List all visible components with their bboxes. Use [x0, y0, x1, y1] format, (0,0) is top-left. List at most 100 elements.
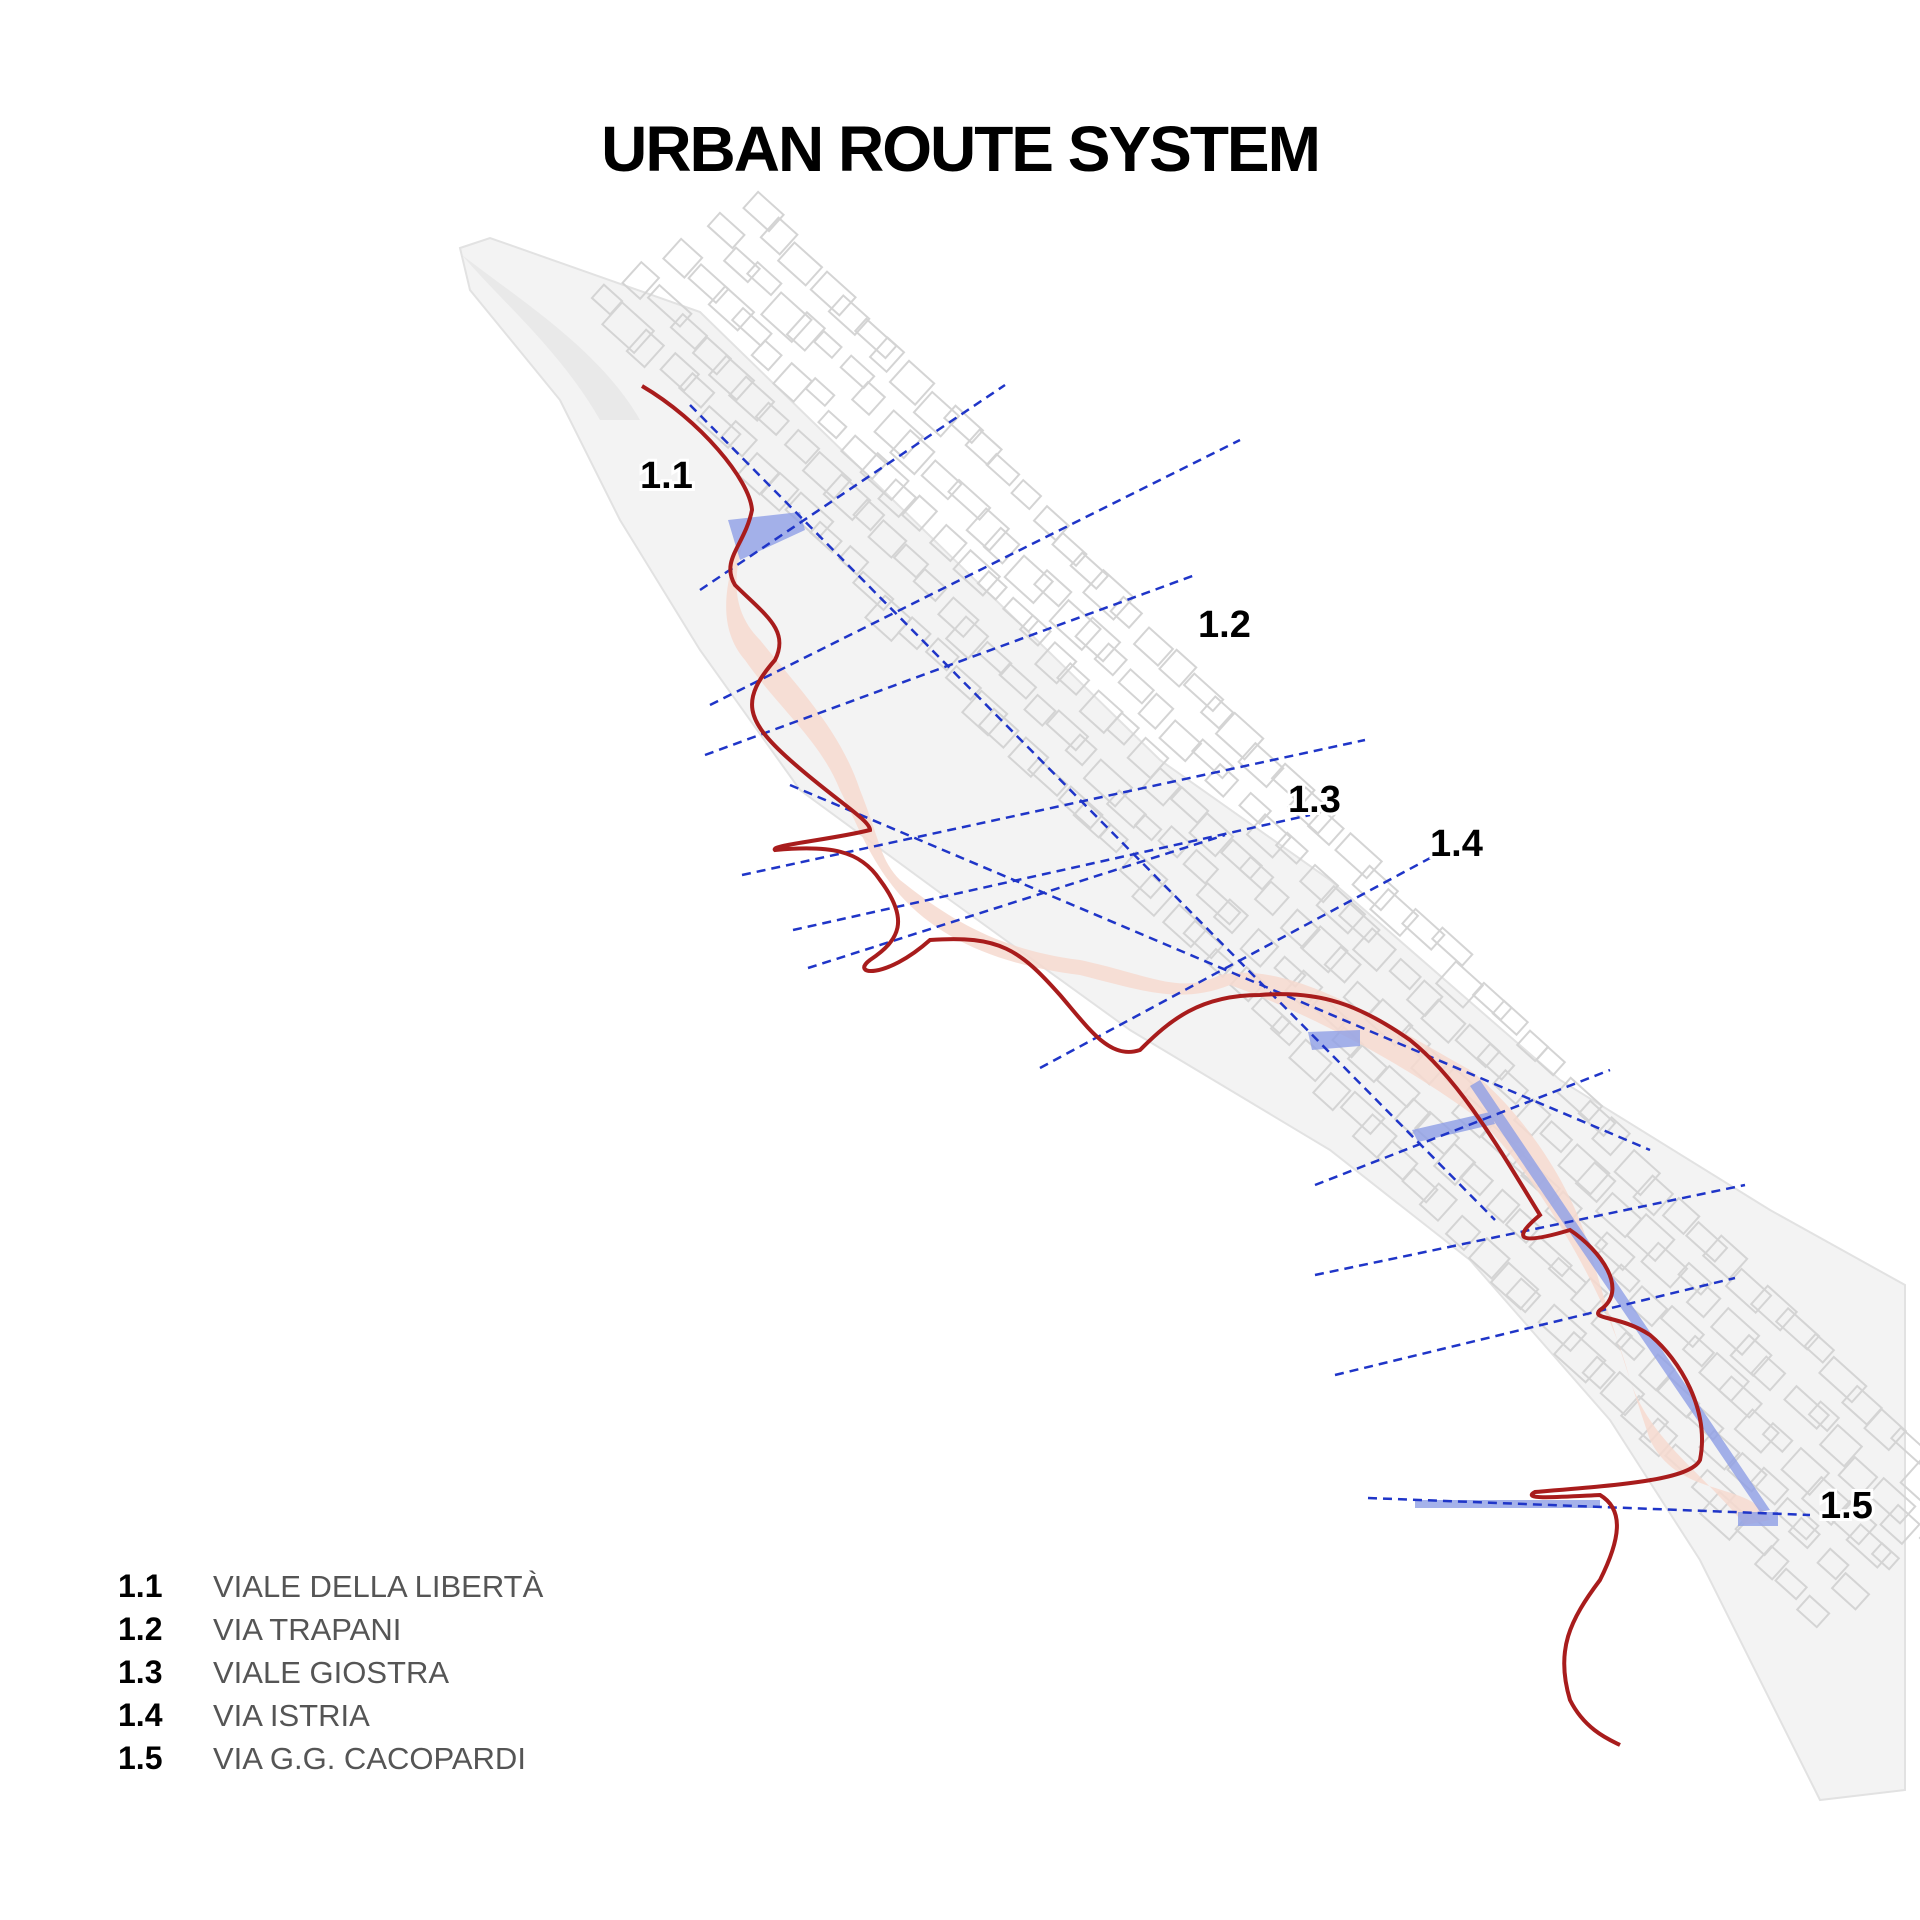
city-block — [1339, 1090, 1386, 1136]
city-block — [1774, 1567, 1809, 1601]
city-block — [1556, 1076, 1604, 1123]
city-block — [1393, 1097, 1432, 1136]
city-block — [1783, 1384, 1831, 1430]
city-block — [1610, 1263, 1641, 1293]
city-block — [942, 404, 985, 445]
city-block — [998, 662, 1038, 700]
city-block — [1219, 838, 1264, 880]
legend: 1.1 VIALE DELLA LIBERTÀ 1.2 VIA TRAPANI … — [118, 1568, 543, 1783]
city-block — [1528, 1234, 1573, 1278]
route-highlight — [1412, 1112, 1495, 1142]
city-block — [1117, 667, 1156, 705]
city-block — [1001, 596, 1040, 633]
legend-code: 1.2 — [118, 1611, 163, 1647]
city-block — [1269, 1014, 1302, 1047]
urban-fabric — [458, 190, 1920, 1802]
city-block — [1444, 1214, 1482, 1252]
city-block — [809, 520, 843, 554]
city-block — [1368, 887, 1420, 938]
city-block — [1045, 709, 1090, 752]
city-block — [1298, 863, 1340, 904]
route-highlight — [1308, 1030, 1360, 1050]
city-block — [1613, 1148, 1662, 1197]
city-block — [1051, 531, 1088, 568]
route-line — [1314, 1068, 1611, 1187]
city-block — [1557, 1143, 1611, 1196]
route-line — [1314, 1183, 1746, 1277]
city-block — [1388, 957, 1423, 991]
city-block — [1182, 672, 1225, 713]
city-block — [1837, 1455, 1879, 1497]
city-block — [785, 310, 827, 352]
city-block — [850, 380, 887, 417]
city-block — [947, 478, 992, 522]
city-block — [888, 428, 936, 476]
city-block — [1105, 711, 1141, 746]
city-block — [1870, 1541, 1901, 1571]
city-block — [812, 329, 843, 360]
city-block — [1619, 1394, 1670, 1444]
city-block — [1286, 786, 1337, 835]
city-block — [661, 237, 704, 279]
city-block — [976, 640, 1013, 676]
legend-item: 1.3 VIALE GIOSTRA — [118, 1654, 543, 1697]
legend-name: VIALE GIOSTRA — [213, 1655, 450, 1690]
city-block — [1749, 1466, 1790, 1506]
city-block — [827, 294, 871, 337]
city-block — [759, 471, 800, 513]
city-block — [1279, 908, 1321, 950]
city-block — [1010, 478, 1043, 511]
city-block — [1491, 999, 1530, 1037]
page-title: URBAN ROUTE SYSTEM — [601, 113, 1321, 185]
city-block — [759, 291, 813, 344]
city-block — [1405, 979, 1444, 1018]
city-block — [1133, 813, 1163, 842]
city-block — [783, 428, 821, 465]
city-block — [1574, 1161, 1617, 1204]
city-block — [1485, 1188, 1521, 1224]
city-block — [977, 707, 1020, 749]
city-block — [1212, 898, 1250, 935]
city-block — [1434, 960, 1485, 1009]
legend-item: 1.2 VIA TRAPANI — [118, 1611, 543, 1654]
waterfront-path — [640, 384, 1704, 1747]
city-block — [1539, 1119, 1574, 1154]
city-block — [625, 328, 666, 369]
city-block — [706, 211, 746, 250]
city-block — [1590, 1308, 1634, 1351]
city-block — [817, 409, 848, 440]
city-block — [982, 526, 1021, 565]
city-block — [960, 689, 1009, 737]
city-block — [1458, 1161, 1495, 1197]
city-block — [1701, 1234, 1749, 1281]
city-block — [1069, 551, 1110, 591]
route-line — [807, 833, 1226, 970]
city-block — [1717, 1375, 1763, 1419]
legend-name: VIALE DELLA LIBERTÀ — [213, 1569, 544, 1604]
city-block — [1599, 1370, 1646, 1417]
city-block — [1273, 955, 1307, 988]
legend-code: 1.4 — [118, 1697, 163, 1733]
city-block — [742, 190, 786, 233]
city-block — [920, 459, 963, 501]
city-block — [722, 246, 762, 284]
city-block — [1023, 693, 1057, 728]
city-block — [1420, 998, 1467, 1044]
city-block — [1074, 616, 1122, 663]
route-line — [1367, 1496, 1811, 1517]
city-block — [868, 336, 906, 374]
city-block — [976, 569, 1008, 601]
legend-name: VIA G.G. CACOPARDI — [213, 1741, 526, 1776]
city-block — [1800, 1475, 1852, 1527]
legend-item: 1.4 VIA ISTRIA — [118, 1697, 543, 1740]
city-block — [1774, 1496, 1820, 1541]
city-block — [928, 523, 968, 563]
city-block — [877, 478, 918, 519]
city-block — [1845, 1522, 1893, 1569]
city-block — [839, 434, 888, 481]
city-block — [1311, 1071, 1352, 1112]
city-block — [1137, 692, 1175, 730]
city-block — [1684, 1220, 1729, 1263]
city-block — [1889, 1426, 1920, 1465]
